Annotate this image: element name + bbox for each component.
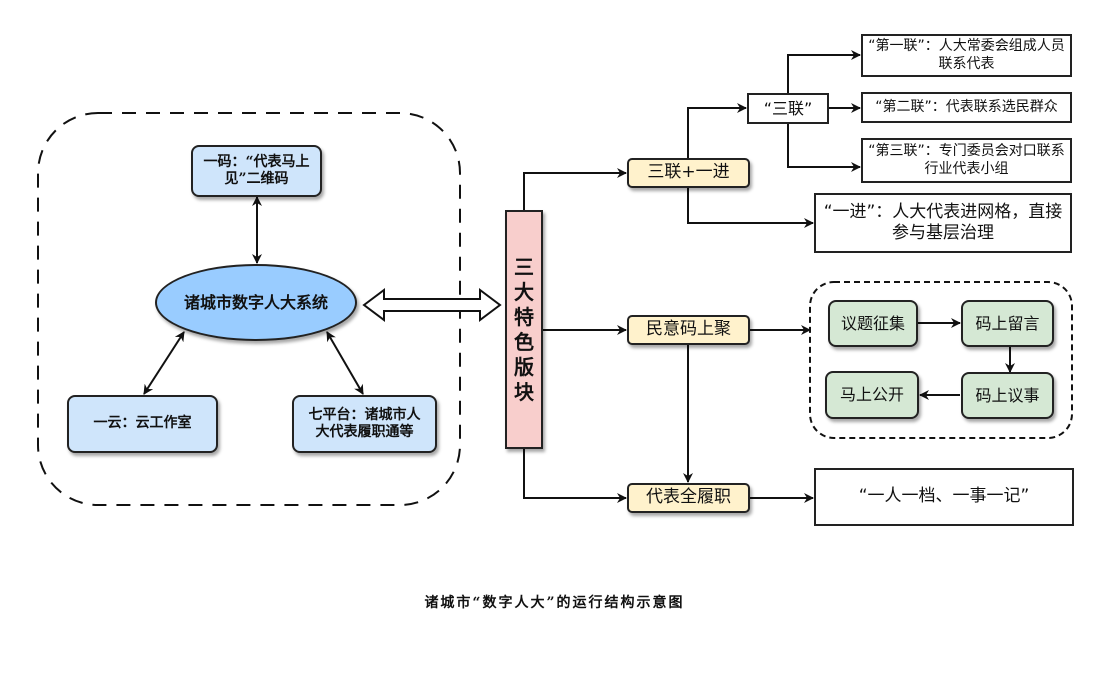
connector-sanlian-item3 [787, 123, 861, 172]
node-minyi-label: 民意码上聚 [646, 319, 731, 340]
node-system-center[interactable]: 诸城市数字人大系统 [155, 264, 357, 341]
node-yiyun[interactable]: 一云：云工作室 [67, 395, 218, 453]
node-step-liuyan[interactable]: 码上留言 [961, 300, 1054, 347]
node-minyi[interactable]: 民意码上聚 [627, 315, 750, 345]
node-yima[interactable]: 一码：“代表马上见”二维码 [191, 145, 322, 197]
node-sanlian-item-1-label: “第一联”：人大常委会组成人员联系代表 [868, 38, 1065, 72]
node-step-yiti-label: 议题征集 [840, 313, 905, 333]
node-sanlian-item-3[interactable]: “第三联”：专门委员会对口联系行业代表小组 [861, 138, 1072, 183]
connector-center-bottom-left [143, 331, 185, 395]
node-lvzhi-result[interactable]: “一人一档、一事一记” [814, 468, 1074, 526]
node-yijin-label: “一进”：人大代表进网格，直接参与基层治理 [823, 201, 1063, 243]
node-sanlian-item-1[interactable]: “第一联”：人大常委会组成人员联系代表 [861, 34, 1072, 77]
node-sanlian-label: “三联” [763, 98, 813, 118]
connector-sanlianyijin-yijin [687, 188, 814, 228]
node-lvzhi-result-label: “一人一档、一事一记” [858, 486, 1030, 507]
node-sanlian-yijin[interactable]: 三联+一进 [627, 158, 750, 188]
node-sanlian-item-3-label: “第三联”：专门委员会对口联系行业代表小组 [868, 143, 1065, 177]
node-step-liuyan-label: 码上留言 [975, 313, 1040, 333]
connector-center-bottom-right [326, 331, 364, 395]
double-arrow-icon [362, 288, 502, 322]
node-step-gongkai-label: 马上公开 [839, 385, 904, 404]
core-char: 版 [514, 354, 534, 379]
connector-core-lvzhi [523, 449, 627, 503]
node-step-yishi[interactable]: 码上议事 [961, 372, 1054, 419]
node-sanlian-item-2-label: “第二联”：代表联系选民群众 [875, 98, 1058, 115]
connector-sanlian-item1 [787, 50, 861, 93]
node-core-three-blocks[interactable]: 三 大 特 色 版 块 [505, 210, 543, 449]
node-qipingtai-label: 七平台：诸城市人大代表履职通等 [308, 406, 421, 441]
connector-sanlianyijin-sanlian [687, 103, 747, 158]
node-yijin[interactable]: “一进”：人大代表进网格，直接参与基层治理 [814, 193, 1072, 253]
node-step-yishi-label: 码上议事 [975, 385, 1040, 405]
node-yima-label: 一码：“代表马上见”二维码 [203, 153, 310, 188]
connector-core-sanlian [523, 168, 627, 210]
minyi-group-border [809, 281, 1073, 439]
node-sanlian[interactable]: “三联” [747, 93, 829, 124]
node-lvzhi-label: 代表全履职 [646, 487, 731, 508]
figure-caption: 诸城市“数字人大”的运行结构示意图 [424, 595, 685, 611]
node-lvzhi[interactable]: 代表全履职 [627, 483, 750, 513]
node-sanlian-yijin-label: 三联+一进 [647, 162, 730, 183]
node-yiyun-label: 一云：云工作室 [93, 415, 192, 432]
node-sanlian-item-2[interactable]: “第二联”：代表联系选民群众 [861, 92, 1072, 123]
core-char: 三 [514, 254, 534, 279]
core-char: 块 [514, 379, 534, 404]
core-char: 大 [514, 279, 534, 304]
core-char: 特 [514, 304, 534, 329]
node-system-center-label: 诸城市数字人大系统 [183, 292, 328, 312]
node-step-gongkai[interactable]: 马上公开 [825, 371, 919, 419]
core-char: 色 [514, 329, 534, 354]
node-qipingtai[interactable]: 七平台：诸城市人大代表履职通等 [292, 395, 437, 453]
node-step-yiti[interactable]: 议题征集 [828, 300, 918, 347]
